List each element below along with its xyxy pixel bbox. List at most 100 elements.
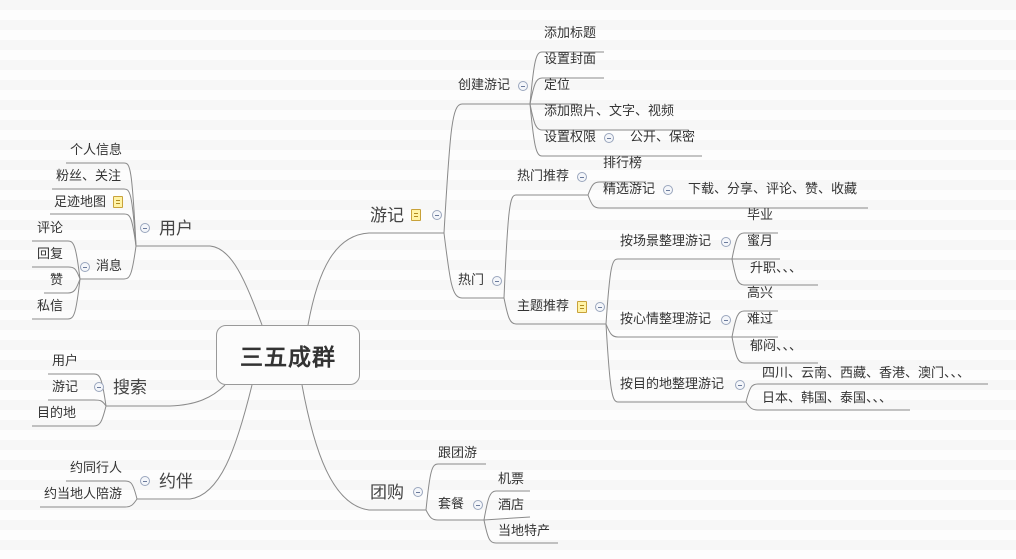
- collapse-selected-icon[interactable]: [663, 185, 673, 195]
- collapse-tuangou-icon[interactable]: [413, 487, 423, 497]
- branch-youji[interactable]: 游记: [370, 206, 404, 226]
- link-m-pm: [32, 278, 81, 320]
- node-search-user[interactable]: 用户: [52, 354, 79, 369]
- node-happy[interactable]: 高兴: [747, 286, 774, 301]
- node-honeymoon[interactable]: 蜜月: [747, 234, 774, 249]
- collapse-scene-icon[interactable]: [721, 237, 731, 247]
- link-u2: [52, 188, 137, 247]
- link-d1: [745, 383, 988, 403]
- link-hot: [443, 232, 504, 299]
- central-topic[interactable]: 三五成群: [216, 325, 360, 385]
- node-graduation[interactable]: 毕业: [747, 208, 774, 223]
- note-icon[interactable]: [577, 301, 587, 313]
- node-footprint-map[interactable]: 足迹地图: [54, 195, 107, 210]
- note-icon[interactable]: [411, 209, 421, 221]
- node-selected-youji[interactable]: 精选游记: [603, 182, 656, 197]
- link-m-reply: [32, 266, 81, 280]
- link-hot-recommend: [503, 194, 588, 299]
- node-sad[interactable]: 难过: [747, 312, 774, 327]
- collapse-search-icon[interactable]: [94, 382, 104, 392]
- link-package: [425, 509, 484, 521]
- node-hot[interactable]: 热门: [458, 273, 485, 288]
- node-permission-value[interactable]: 公开、保密: [630, 130, 696, 145]
- node-international[interactable]: 日本、韩国、泰国、、、: [762, 391, 893, 406]
- node-add-title[interactable]: 添加标题: [544, 26, 597, 41]
- node-locate[interactable]: 定位: [544, 78, 571, 93]
- collapse-theme-icon[interactable]: [595, 302, 605, 312]
- collapse-companion-icon[interactable]: [140, 476, 150, 486]
- node-package[interactable]: 套餐: [438, 497, 465, 512]
- collapse-permission-icon[interactable]: [604, 133, 614, 143]
- node-by-destination[interactable]: 按目的地整理游记: [620, 377, 725, 392]
- node-local-guide[interactable]: 约当地人陪游: [44, 487, 123, 502]
- node-local-specialty[interactable]: 当地特产: [498, 524, 551, 539]
- node-create-youji[interactable]: 创建游记: [458, 78, 511, 93]
- collapse-hot-recommend-icon[interactable]: [577, 172, 587, 182]
- node-by-mood[interactable]: 按心情整理游记: [620, 312, 712, 327]
- branch-user[interactable]: 用户: [159, 219, 193, 239]
- link-mood: [605, 323, 732, 338]
- collapse-package-icon[interactable]: [473, 500, 483, 510]
- link-theme: [503, 297, 606, 325]
- link-m-comment: [32, 240, 81, 280]
- branch-companion[interactable]: 约伴: [159, 472, 193, 492]
- link-s3: [731, 258, 818, 286]
- branch-search[interactable]: 搜索: [113, 378, 147, 398]
- node-add-media[interactable]: 添加照片、文字、视频: [544, 104, 675, 119]
- collapse-mood-icon[interactable]: [721, 315, 731, 325]
- node-flight[interactable]: 机票: [498, 472, 525, 487]
- collapse-create-icon[interactable]: [518, 81, 528, 91]
- node-hotel[interactable]: 酒店: [498, 498, 525, 513]
- link-selected: [587, 194, 674, 209]
- link-y2: [40, 498, 138, 508]
- link-youji: [307, 232, 444, 326]
- link-p3: [483, 519, 558, 544]
- node-search-youji[interactable]: 游记: [52, 380, 79, 395]
- node-hot-recommend[interactable]: 热门推荐: [517, 169, 570, 184]
- collapse-destination-icon[interactable]: [735, 380, 745, 390]
- node-private-message[interactable]: 私信: [37, 299, 64, 314]
- collapse-message-icon[interactable]: [80, 262, 90, 272]
- link-search: [106, 384, 226, 407]
- collapse-hot-icon[interactable]: [492, 276, 502, 286]
- node-like[interactable]: 赞: [50, 273, 64, 288]
- node-depressed[interactable]: 郁闷、、、: [750, 339, 803, 354]
- node-profile[interactable]: 个人信息: [70, 143, 123, 158]
- link-y1: [66, 480, 138, 500]
- node-fans-follow[interactable]: 粉丝、关注: [56, 169, 122, 184]
- link-m-like: [44, 278, 81, 294]
- link-c4: [529, 103, 688, 131]
- link-d2: [745, 401, 910, 411]
- link-group-tour: [425, 463, 486, 511]
- note-icon[interactable]: [113, 196, 123, 208]
- link-p1: [483, 490, 530, 521]
- node-comment[interactable]: 评论: [37, 221, 64, 236]
- node-search-destination[interactable]: 目的地: [37, 406, 77, 421]
- link-create: [443, 103, 530, 234]
- node-group-tour[interactable]: 跟团游: [438, 446, 478, 461]
- node-theme-recommend[interactable]: 主题推荐: [517, 299, 570, 314]
- node-ranking[interactable]: 排行榜: [603, 156, 643, 171]
- branch-tuangou[interactable]: 团购: [370, 483, 404, 503]
- node-message[interactable]: 消息: [96, 259, 123, 274]
- node-by-scene[interactable]: 按场景整理游记: [620, 234, 712, 249]
- collapse-youji-icon[interactable]: [432, 210, 442, 220]
- link-scene: [605, 258, 732, 325]
- link-sr1: [48, 373, 107, 407]
- node-set-cover[interactable]: 设置封面: [544, 52, 597, 67]
- link-c2: [529, 77, 604, 105]
- collapse-user-icon[interactable]: [140, 223, 150, 233]
- node-set-permission[interactable]: 设置权限: [544, 130, 597, 145]
- node-reply[interactable]: 回复: [37, 247, 64, 262]
- link-c1: [529, 51, 604, 105]
- link-ranking: [587, 181, 646, 196]
- node-domestic[interactable]: 四川、云南、西藏、香港、澳门、、、: [762, 366, 971, 381]
- node-find-companion[interactable]: 约同行人: [70, 461, 123, 476]
- node-selected-value[interactable]: 下载、分享、评论、赞、收藏: [688, 182, 858, 197]
- link-sr2: [48, 399, 107, 407]
- link-user: [136, 245, 263, 326]
- link-m1: [731, 310, 778, 338]
- link-u3: [50, 213, 137, 247]
- node-promotion[interactable]: 升职、、、: [750, 261, 803, 276]
- link-p2: [483, 516, 531, 521]
